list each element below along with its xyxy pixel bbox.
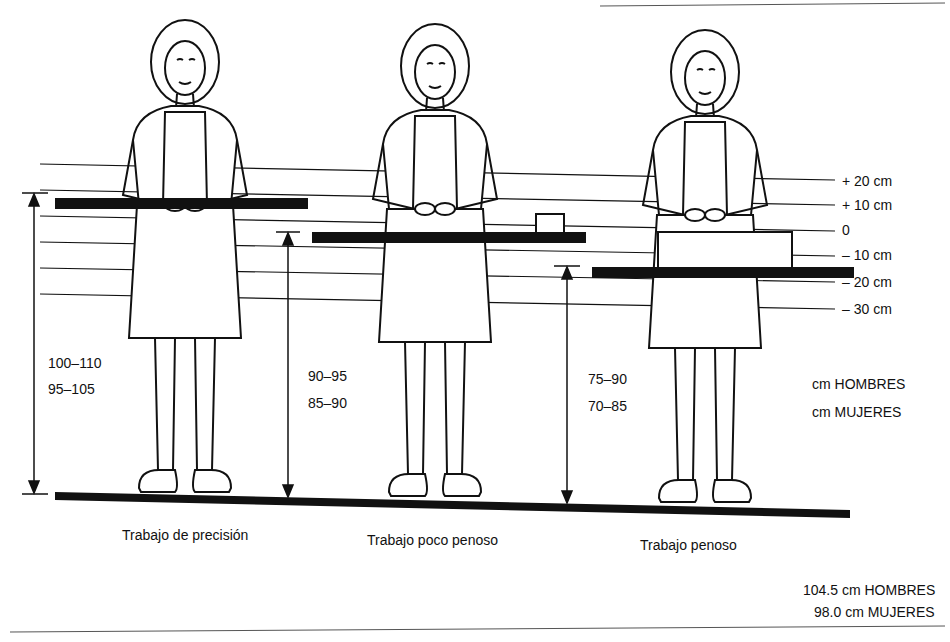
- arrow-head: [283, 233, 293, 245]
- dimension-tick: [22, 192, 48, 194]
- height-offset: – 10 cm: [842, 247, 892, 263]
- work-type: Trabajo de precisión: [122, 527, 248, 543]
- dimension-tick: [22, 493, 48, 495]
- dimension-line: [287, 240, 289, 490]
- work-object: [536, 214, 564, 234]
- unit-legend: cm HOMBRES: [812, 376, 905, 392]
- arrow-head: [29, 481, 39, 493]
- height-offset: – 20 cm: [842, 274, 892, 290]
- height-offset: + 20 cm: [842, 173, 892, 189]
- unit-legend: cm MUJERES: [812, 404, 901, 420]
- height-range: 90–95: [308, 368, 347, 384]
- work-surface: [55, 198, 308, 209]
- height-range: 70–85: [588, 398, 627, 414]
- page-edge: [10, 626, 945, 632]
- work-type: Trabajo penoso: [640, 537, 737, 553]
- floor: [55, 492, 850, 518]
- height-offset: 0: [842, 222, 850, 238]
- height-offset: + 10 cm: [842, 197, 892, 213]
- height-range: 100–110: [48, 355, 101, 371]
- dimension-line: [566, 273, 568, 496]
- elbow-height: 98.0 cm MUJERES: [814, 604, 935, 620]
- elbow-height: 104.5 cm HOMBRES: [803, 582, 935, 598]
- woman-figure: [123, 20, 247, 492]
- height-offset: – 30 cm: [842, 301, 892, 317]
- arrow-head: [562, 267, 572, 279]
- height-range: 75–90: [588, 371, 627, 387]
- dimension-arrows: [22, 193, 580, 503]
- height-range: 95–105: [48, 381, 95, 397]
- arrow-head: [29, 194, 39, 206]
- page-edge: [600, 3, 945, 6]
- work-type: Trabajo poco penoso: [367, 532, 498, 548]
- work-surface: [592, 267, 854, 278]
- arrow-head: [562, 491, 572, 503]
- dimension-line: [33, 200, 35, 487]
- woman-figure: [373, 24, 497, 496]
- work-object: [658, 232, 792, 270]
- arrow-head: [283, 485, 293, 497]
- work-surface: [312, 232, 586, 243]
- height-range: 85–90: [308, 395, 347, 411]
